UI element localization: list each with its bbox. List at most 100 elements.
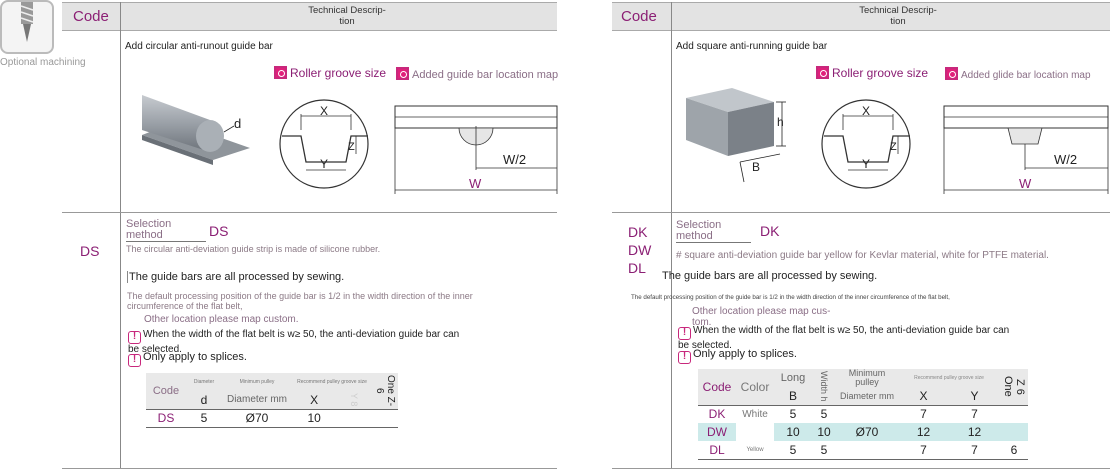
cell-d: 5 — [200, 411, 208, 425]
round-bar-drawing: d — [142, 95, 250, 165]
circle-icon — [396, 67, 409, 80]
cell-b: 5 — [789, 442, 797, 457]
cell-diameter: Ø70 — [855, 425, 879, 439]
square-bar-drawing: h B — [686, 88, 786, 183]
th-long: Long — [780, 372, 806, 384]
right-title: Add square anti-running guide bar — [676, 41, 828, 52]
selection-label: Selection method — [126, 219, 206, 242]
th-code: Code — [702, 379, 732, 394]
roller-groove-label: Roller groove size — [832, 66, 929, 80]
warning-icon: ! — [678, 327, 691, 340]
row-code-dw: DW — [628, 242, 652, 258]
groove-circle-drawing: X Y Z — [821, 99, 911, 189]
dim-b: B — [752, 160, 760, 174]
desc-material: # square anti-deviation guide bar yellow… — [676, 250, 1049, 261]
row-code-ds: DS — [80, 243, 100, 259]
dim-w2: W/2 — [1054, 152, 1077, 167]
th-z: Z 6 One — [1002, 376, 1026, 398]
dim-w2: W/2 — [503, 152, 526, 167]
roller-groove-label: Roller groove size — [290, 66, 387, 80]
header-code: Code — [73, 8, 109, 25]
location-map-label: Added guide bar location map — [412, 69, 559, 81]
roller-groove-link[interactable]: Roller groove size — [816, 66, 928, 80]
warning-icon: ! — [128, 331, 141, 344]
dim-w: W — [1019, 176, 1032, 191]
cell-code: DK — [708, 407, 726, 422]
th-b: B — [788, 388, 797, 403]
th-color: Color — [740, 379, 770, 394]
right-row-divider — [612, 212, 1110, 213]
desc-custom: Other location please map custom. — [144, 314, 299, 325]
cell-diameter — [836, 441, 898, 459]
dim-x: X — [320, 104, 328, 118]
cell-h: 5 — [820, 407, 828, 422]
cell-color: Yellow — [746, 446, 764, 453]
location-map-label: Added glide bar location map — [961, 70, 1091, 81]
cell-z — [1000, 405, 1028, 423]
cell-y: 7 — [971, 407, 978, 422]
th-x: X — [919, 388, 928, 403]
row-code-dl: DL — [628, 260, 646, 276]
cell-y: 7 — [971, 442, 978, 457]
row-code-dk: DK — [628, 224, 648, 240]
th-diameter-small: Diameter — [193, 379, 215, 385]
right-divider — [671, 2, 672, 469]
th-min-pulley: Minimum pulley — [239, 379, 275, 385]
left-bottom-line — [62, 468, 557, 469]
warning-width-text: When the width of the flat belt is w≥ 50… — [678, 325, 1010, 351]
location-map-drawing: W/2 W — [943, 105, 1109, 194]
left-divider — [120, 2, 121, 469]
location-map-drawing: W/2 W — [394, 105, 558, 194]
desc-position: The default processing position of the g… — [631, 294, 950, 301]
dim-w: W — [469, 176, 482, 191]
warning-width-text: When the width of the flat belt is w≥ 50… — [128, 329, 460, 355]
selection-label: Selection method — [676, 220, 751, 243]
cell-code: DW — [707, 425, 727, 439]
cell-h: 5 — [820, 442, 828, 457]
circle-icon — [945, 67, 958, 80]
cell-color: White — [742, 408, 768, 420]
roller-groove-link[interactable]: Roller groove size — [274, 66, 386, 80]
header-tech: Technical Descrip- tion — [859, 5, 937, 27]
groove-circle-drawing: X Y Z — [279, 99, 369, 189]
header-tech: Technical Descrip- tion — [308, 5, 386, 27]
th-groove: Recommend pulley groove size — [297, 379, 367, 385]
th-groove: Recommend pulley groove size — [914, 375, 984, 381]
th-width-h: Width h — [819, 371, 829, 402]
side-label: Optional machining — [0, 57, 86, 68]
location-map-link[interactable]: Added glide bar location map — [945, 67, 1091, 81]
th-x: X — [310, 392, 319, 407]
desc-sewing: The guide bars are all processed by sewi… — [127, 271, 345, 283]
dim-h: h — [777, 115, 784, 129]
right-spec-table: Code Color Long Width h Minimum pulley R… — [698, 369, 1028, 460]
selection-code: DS — [209, 223, 229, 239]
desc-material: The circular anti-deviation guide strip … — [126, 244, 381, 254]
th-diameter-mm: Diameter mm — [226, 394, 287, 406]
th-y: Y 8 — [349, 393, 360, 407]
dim-z: Z — [348, 141, 355, 153]
machining-icon — [0, 0, 54, 54]
circle-icon — [274, 66, 287, 79]
desc-position: The default processing position of the g… — [127, 291, 473, 311]
cell-code: DL — [709, 442, 725, 457]
header-code: Code — [621, 8, 657, 25]
warning-splices: !Only apply to splices. — [678, 348, 797, 364]
th-z: One Z-6 — [374, 375, 396, 407]
dim-z: Z — [890, 141, 897, 153]
cell-b: 10 — [786, 425, 800, 439]
warning-width: !When the width of the flat belt is w≥ 5… — [678, 325, 1018, 351]
desc-custom: Other location please map cus-tom. — [692, 306, 831, 328]
left-title: Add circular anti-runout guide bar — [125, 41, 273, 52]
dim-y: Y — [862, 157, 870, 171]
warning-splices-text: Only apply to splices. — [693, 348, 797, 360]
th-d: d — [200, 392, 208, 407]
cell-x: 7 — [920, 442, 927, 457]
th-code: Code — [152, 384, 180, 397]
dim-d: d — [234, 116, 241, 131]
left-header: Code Technical Descrip- tion — [62, 2, 557, 31]
right-header: Code Technical Descrip- tion — [612, 2, 1110, 31]
warning-splices-text: Only apply to splices. — [143, 351, 247, 363]
selection-code: DK — [760, 223, 780, 239]
left-row-divider — [62, 212, 557, 213]
location-map-link[interactable]: Added guide bar location map — [396, 67, 558, 81]
